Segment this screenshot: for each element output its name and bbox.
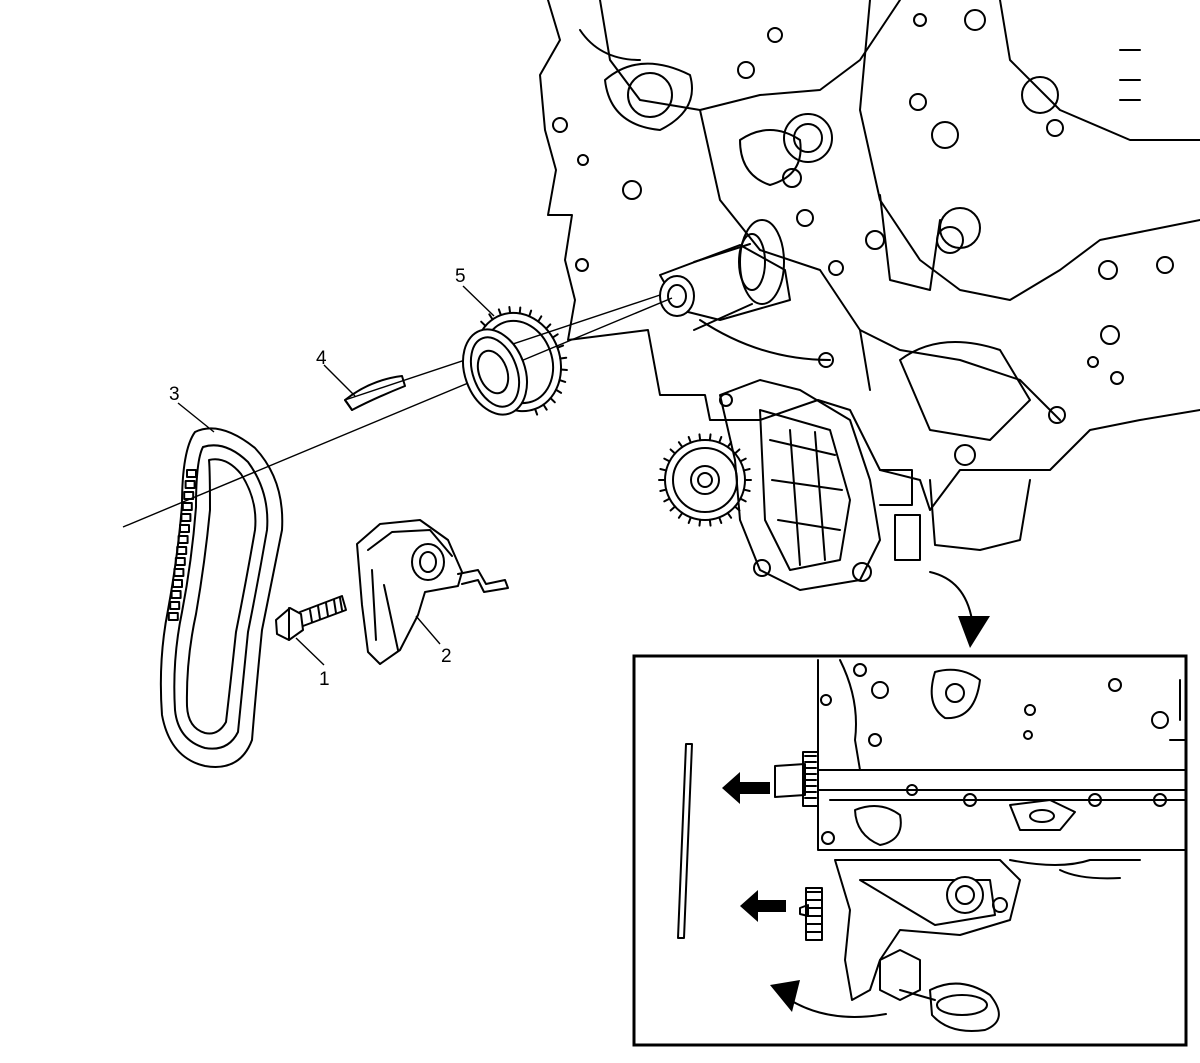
sprocket-tooth — [687, 516, 692, 525]
callout-3: 3 — [169, 384, 180, 405]
oil-pump — [719, 379, 913, 591]
chain-link — [179, 524, 190, 533]
chain-link — [167, 612, 179, 621]
curved-arrow-icon — [929, 571, 990, 648]
sprocket-tooth — [663, 457, 671, 463]
engine-block — [539, 0, 1200, 591]
sprocket-tooth — [698, 433, 702, 442]
sprocket-tooth — [659, 488, 668, 493]
sprocket-tooth — [708, 518, 712, 527]
chain-link — [172, 579, 183, 588]
woodruff-key — [344, 375, 406, 411]
callout-leaders — [177, 285, 495, 666]
sprocket-tooth — [742, 467, 751, 472]
sprocket-tooth — [537, 315, 543, 323]
assembly-centerline-lower — [122, 297, 673, 528]
chain-link — [169, 601, 181, 610]
sprocket-tooth — [559, 368, 568, 372]
sprocket-tooth — [542, 403, 548, 411]
pump-sprocket — [658, 433, 752, 527]
chain-link — [174, 557, 186, 566]
chain-link — [176, 546, 188, 555]
callout-4: 4 — [316, 348, 327, 369]
chain-tensioner — [356, 519, 509, 665]
timing-chain — [159, 427, 284, 768]
sprocket-tooth — [545, 323, 552, 330]
left-arrow-icon — [740, 890, 786, 922]
curved-arrow-icon — [770, 980, 887, 1018]
sprocket-tooth — [497, 308, 502, 317]
sprocket-tooth — [677, 511, 684, 519]
sprocket-tooth — [726, 511, 733, 519]
pump-drive-shaft — [677, 743, 693, 939]
callout-5: 5 — [455, 266, 466, 287]
sprocket-tooth — [488, 313, 494, 321]
sprocket-tooth — [733, 448, 741, 455]
sprocket-tooth — [480, 320, 487, 327]
sprocket-tooth — [559, 356, 568, 360]
chain-link — [180, 513, 192, 522]
sprocket-tooth — [687, 435, 692, 444]
sprocket-tooth — [726, 441, 733, 449]
sprocket-tooth — [708, 433, 712, 442]
chain-link — [183, 491, 195, 500]
sprocket-tooth — [718, 516, 723, 525]
left-arrow-icon — [722, 772, 770, 804]
tensioner-bolt — [275, 595, 347, 641]
crankshaft-sprocket — [462, 306, 568, 416]
sprocket-tooth — [742, 488, 751, 493]
sprocket-tooth — [669, 505, 677, 512]
sprocket-tooth — [554, 388, 563, 394]
sprocket-tooth — [663, 497, 671, 503]
sprocket-tooth — [551, 333, 559, 339]
detail-inset — [632, 654, 1188, 1047]
chain-link — [181, 502, 193, 511]
sprocket-tooth — [669, 448, 677, 455]
sprocket-tooth — [518, 306, 522, 315]
sprocket-tooth — [549, 397, 556, 404]
sprocket-tooth — [534, 407, 539, 416]
sprocket-tooth — [558, 379, 567, 383]
callout-2: 2 — [441, 646, 452, 667]
callout-1: 1 — [319, 669, 330, 690]
chain-link — [186, 469, 197, 478]
sprocket-tooth — [528, 309, 533, 318]
sprocket-tooth — [508, 306, 512, 314]
chain-link — [184, 480, 196, 489]
sprocket-tooth — [698, 518, 702, 527]
sprocket-tooth — [739, 457, 747, 463]
sprocket-tooth — [556, 344, 565, 349]
sprocket-tooth — [659, 467, 668, 472]
sprocket-tooth — [733, 505, 741, 512]
sprocket-tooth — [739, 497, 747, 503]
sprocket-tooth — [718, 435, 723, 444]
chain-link — [170, 590, 182, 599]
sprocket-tooth — [677, 441, 684, 449]
chain-link — [173, 568, 185, 577]
chain-link — [177, 535, 189, 544]
